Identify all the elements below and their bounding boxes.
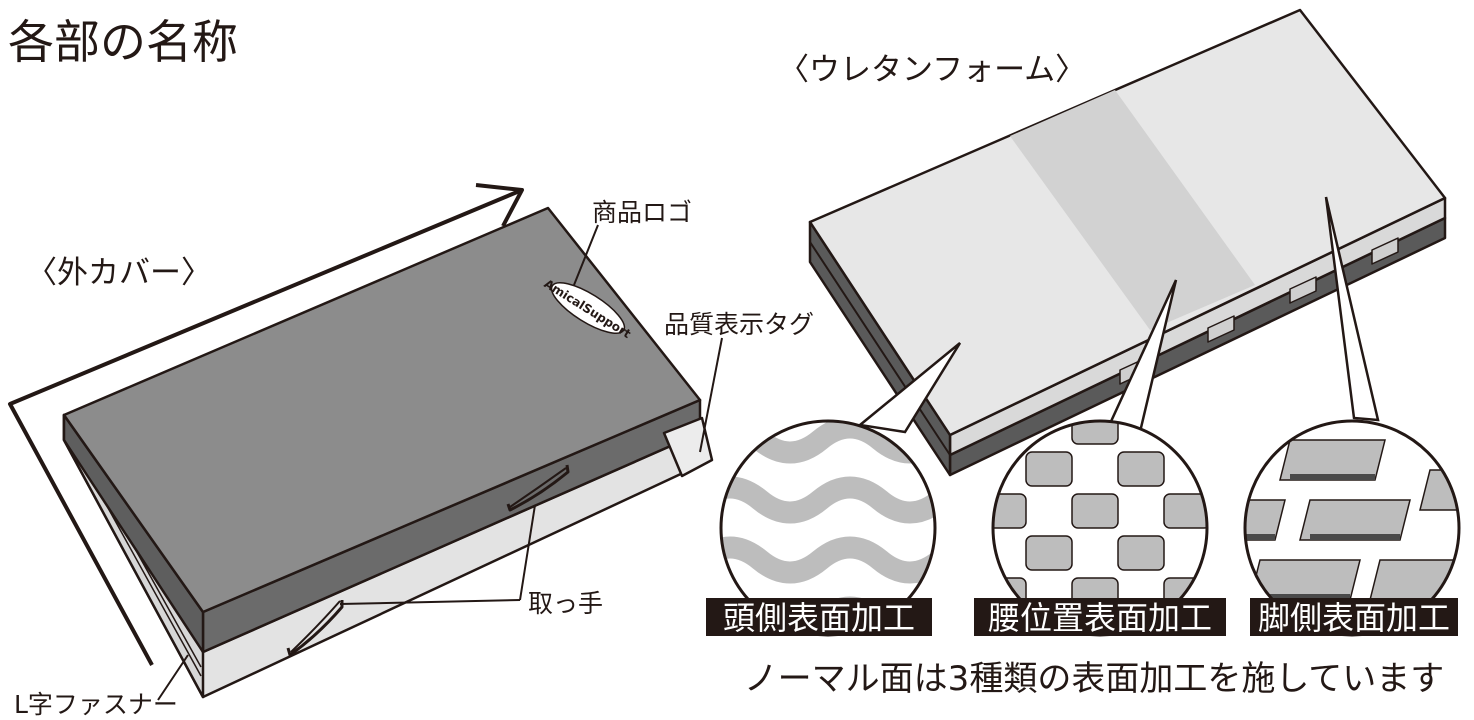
- handle-back: [506, 464, 570, 512]
- foam-leader-lines: [857, 196, 1380, 434]
- outer-cover-heading: 〈外カバー〉: [26, 255, 212, 291]
- page-title: 各部の名称: [8, 15, 238, 69]
- handle-front: [286, 600, 344, 657]
- foam-waist-zone: [1010, 90, 1255, 330]
- cover-leader-lines: [157, 224, 723, 701]
- surface-badge-leg: 脚側表面加工: [1250, 598, 1458, 637]
- outer-cover-illustration: [8, 183, 714, 699]
- zipper-arrow-head: [475, 183, 524, 227]
- surface-note: ノーマル面は3種類の表面加工を施しています: [744, 659, 1445, 699]
- surface-badge-waist: 腰位置表面加工: [974, 598, 1226, 637]
- quality-tag: [662, 416, 714, 478]
- zipper-label: L字ファスナー: [14, 690, 178, 719]
- foam-illustration: [808, 8, 1447, 477]
- cover-top: [62, 206, 702, 614]
- logo-label: 商品ロゴ: [592, 198, 692, 227]
- head-surface-label: 頭側表面加工: [723, 599, 915, 637]
- foam-heading: 〈ウレタンフォーム〉: [778, 52, 1086, 88]
- waist-surface-label: 腰位置表面加工: [988, 599, 1212, 637]
- tag-label: 品質表示タグ: [664, 310, 814, 339]
- zipper-arrow: [8, 188, 523, 666]
- surface-badge-head: 頭側表面加工: [706, 598, 932, 637]
- leg-surface-label: 脚側表面加工: [1258, 599, 1450, 637]
- handle-label: 取っ手: [528, 589, 603, 618]
